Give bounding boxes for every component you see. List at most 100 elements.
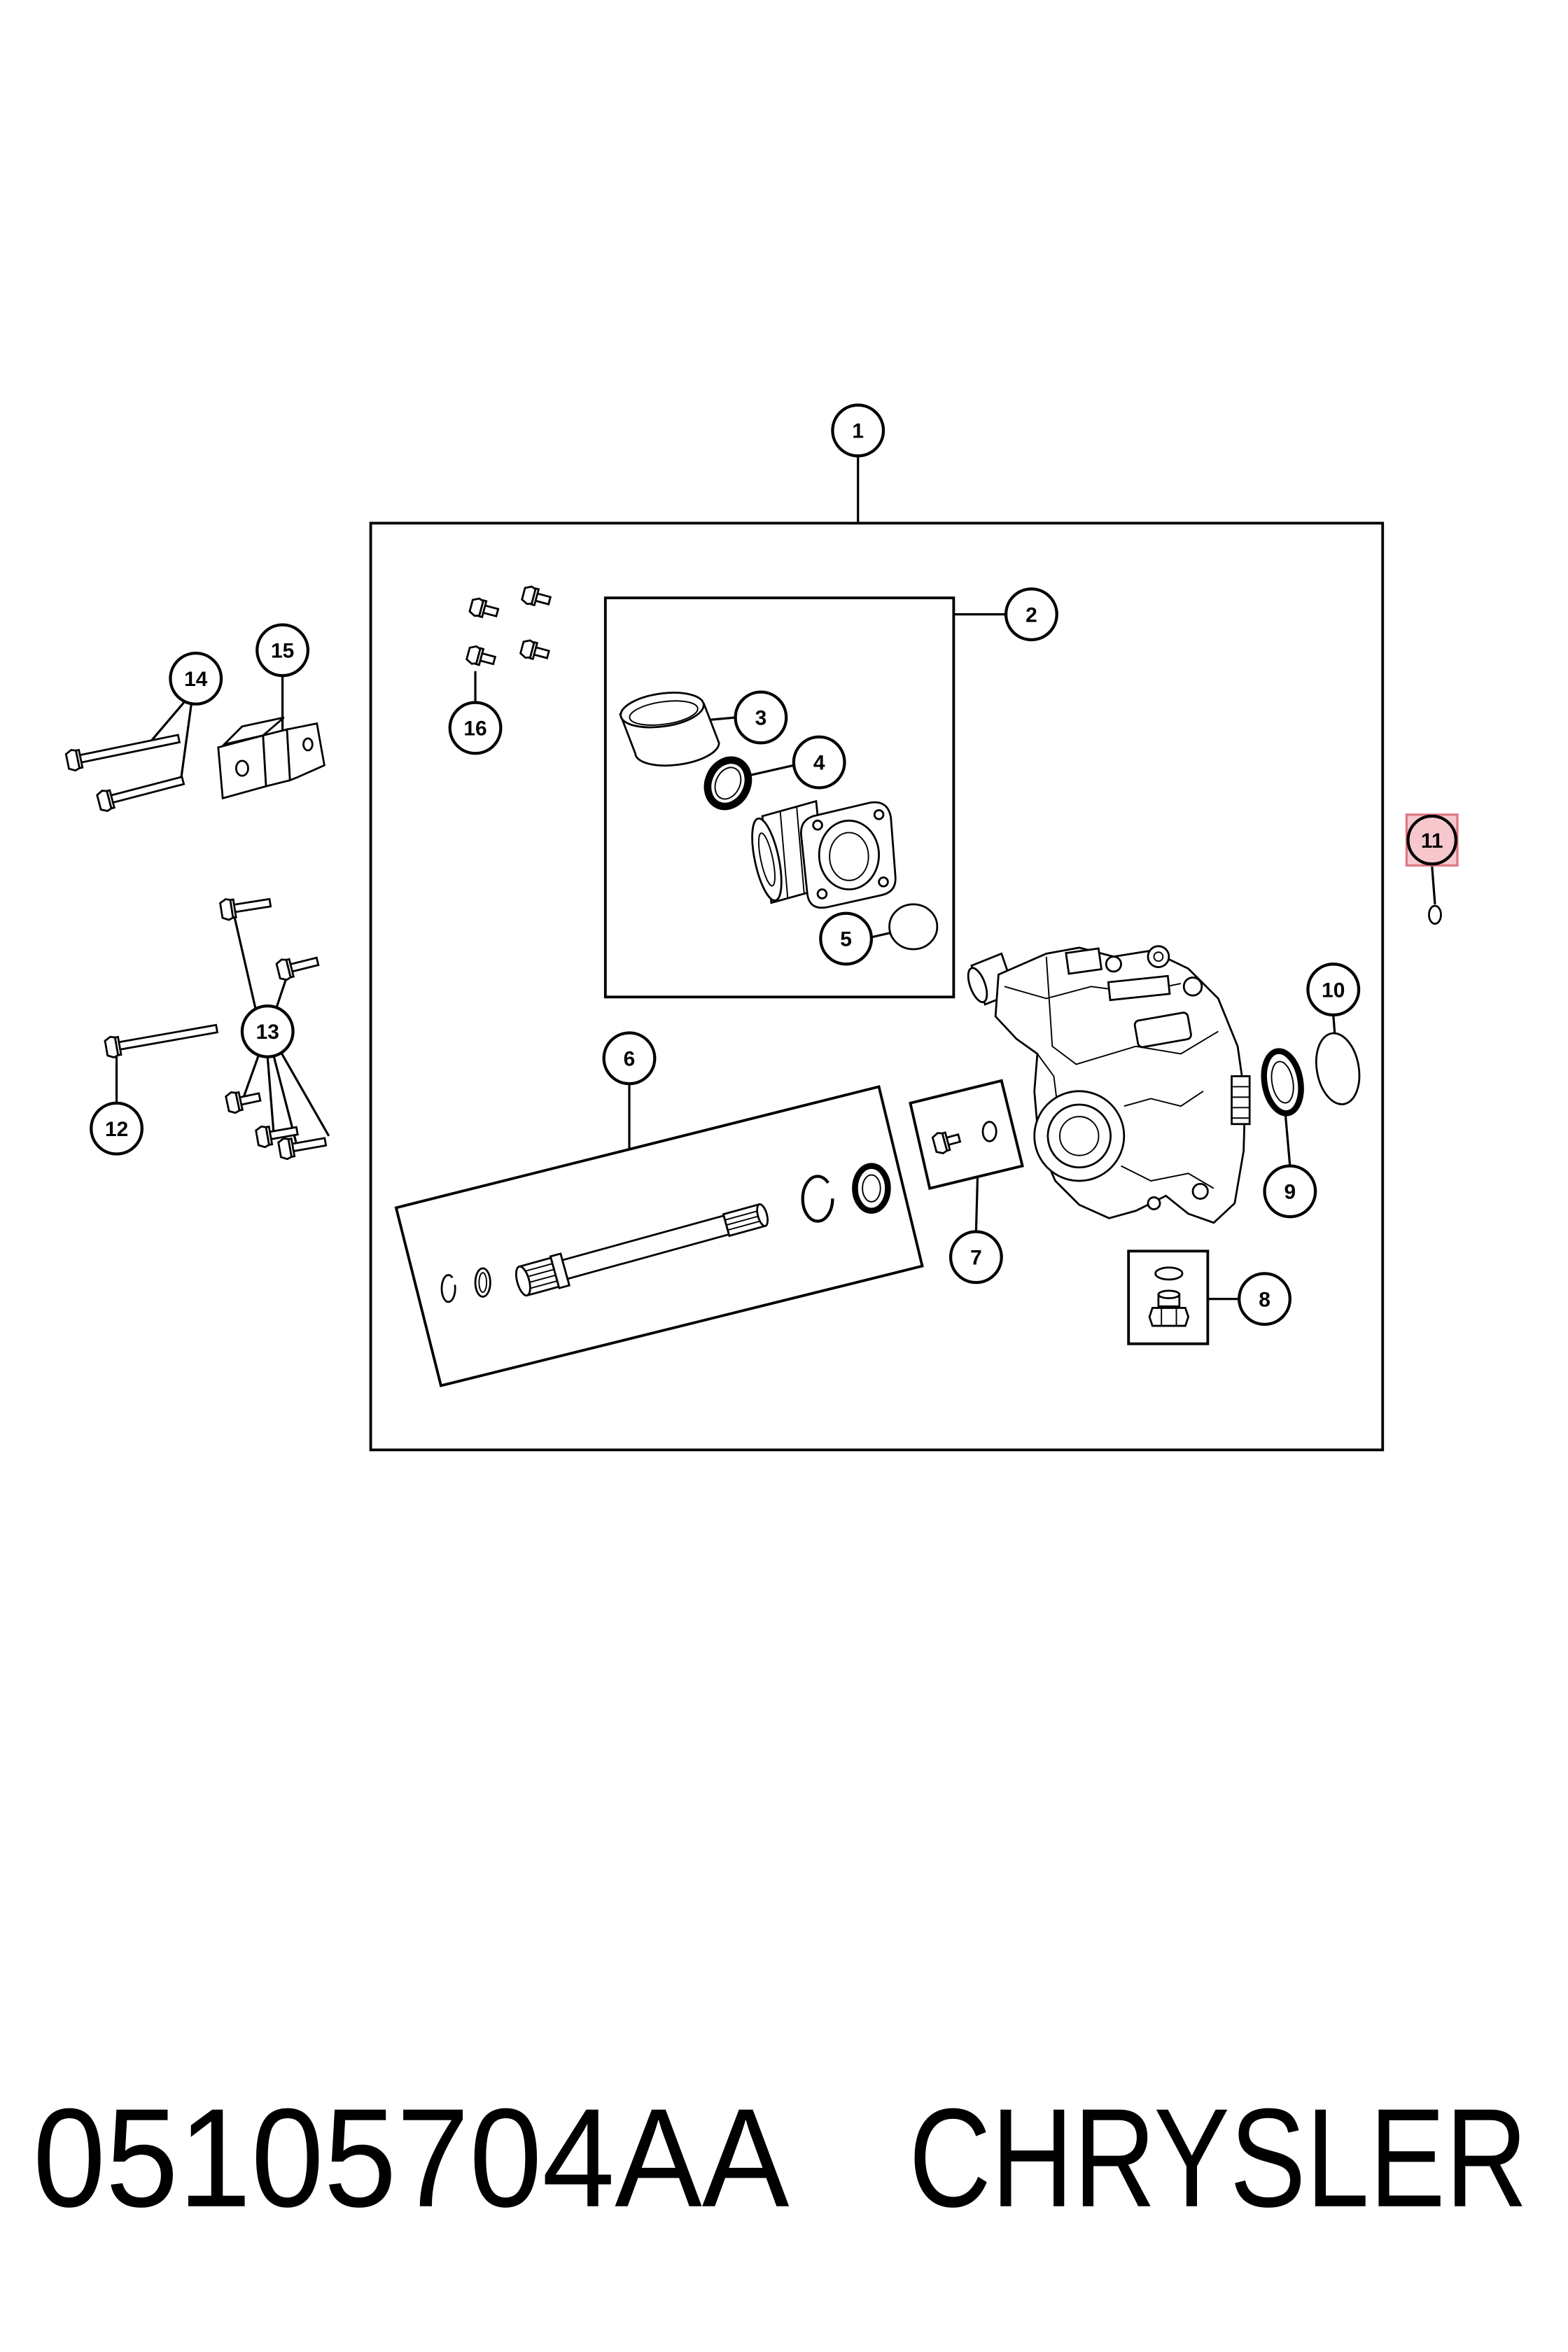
callout-15[interactable]: 15	[255, 623, 310, 678]
mounting-bolts	[104, 897, 328, 1161]
small-o-ring	[1428, 904, 1442, 925]
callout-circle	[831, 403, 886, 458]
washer	[981, 1121, 997, 1142]
leader-4	[747, 764, 794, 777]
bearing-sleeve	[619, 692, 720, 767]
circlip	[801, 1175, 834, 1223]
leader-13d	[266, 1056, 275, 1132]
callout-3[interactable]: 3	[734, 690, 788, 745]
housing-bolts	[465, 585, 552, 666]
intermediate-shaft-kit	[440, 1163, 891, 1303]
bolt	[277, 1137, 328, 1161]
callout-circle	[255, 623, 310, 678]
callout-label: 4	[813, 752, 825, 775]
leader-11	[1431, 865, 1436, 905]
callout-label: 5	[840, 928, 852, 951]
callout-9[interactable]: 9	[1263, 1164, 1317, 1219]
callout-circle	[448, 701, 503, 755]
fill-plug-kit	[931, 1121, 997, 1154]
callout-12[interactable]: 12	[90, 1101, 144, 1156]
leader-13c	[242, 1055, 260, 1098]
bolt	[468, 597, 500, 619]
bolt	[931, 1131, 962, 1154]
retaining-ring	[474, 1267, 491, 1298]
callout-label: 1	[852, 420, 864, 443]
callout-circle	[169, 652, 223, 706]
callout-circle	[602, 1031, 657, 1086]
callout-label: 14	[184, 668, 208, 691]
mounting-bracket	[217, 716, 326, 800]
snap-ring	[440, 1274, 456, 1303]
callout-circle	[1263, 1164, 1317, 1219]
callout-circle	[1004, 587, 1058, 642]
bolt	[465, 645, 497, 666]
leader-13a	[233, 917, 257, 1009]
intermediate-shaft	[514, 1203, 769, 1297]
brand-name: CHRYSLER	[909, 2079, 1527, 2236]
adapter-housing	[751, 799, 897, 909]
callout-label: 11	[1421, 830, 1443, 853]
assembly-frame	[369, 522, 1385, 1452]
power-transfer-unit	[967, 945, 1251, 1224]
bolt	[275, 956, 320, 981]
callout-circle	[734, 690, 788, 745]
callout-circle	[90, 1101, 144, 1156]
callout-label: 10	[1322, 979, 1345, 1002]
callout-circle	[240, 1004, 295, 1058]
callout-11[interactable]: 11	[1405, 813, 1459, 867]
bracket-bolts	[64, 734, 186, 812]
leader-13f	[280, 1051, 330, 1137]
bolt	[96, 776, 186, 812]
callout-label: 6	[624, 1048, 636, 1071]
callout-circle	[819, 911, 874, 966]
long-bolt	[104, 1023, 219, 1059]
callout-1[interactable]: 1	[831, 403, 886, 458]
callout-label: 16	[463, 718, 486, 741]
callout-6[interactable]: 6	[602, 1031, 657, 1086]
callout-circle	[1406, 814, 1457, 866]
callout-label: 7	[970, 1247, 982, 1270]
bolt	[225, 1091, 262, 1114]
callout-14[interactable]: 14	[169, 652, 223, 706]
bolt	[519, 639, 550, 661]
o-ring	[888, 903, 939, 951]
callout-label: 8	[1259, 1288, 1270, 1311]
output-seal	[1261, 1048, 1304, 1116]
bolt	[64, 734, 181, 772]
leader-14b	[179, 704, 192, 780]
callout-2[interactable]: 2	[1004, 587, 1058, 642]
callout-8[interactable]: 8	[1238, 1272, 1292, 1326]
callout-label: 12	[105, 1118, 128, 1141]
callout-label: 2	[1026, 603, 1037, 626]
seal	[704, 756, 752, 811]
callout-16[interactable]: 16	[448, 701, 503, 755]
leader-9	[1284, 1114, 1292, 1166]
callout-13[interactable]: 13	[240, 1004, 295, 1058]
callout-4[interactable]: 4	[792, 735, 846, 790]
callout-circle	[1306, 962, 1361, 1017]
leader-5	[871, 931, 892, 939]
callout-circle	[948, 1230, 1003, 1284]
callout-7[interactable]: 7	[948, 1230, 1003, 1284]
group-6-frame	[394, 1085, 924, 1387]
group-8-frame	[1127, 1250, 1210, 1345]
group-2-frame	[603, 596, 955, 999]
callout-circle	[1238, 1272, 1292, 1326]
drain-plug-kit	[1148, 1266, 1190, 1327]
callout-label: 13	[256, 1021, 279, 1044]
leader-7	[974, 1176, 979, 1232]
bolt	[521, 585, 552, 607]
leader-10	[1332, 1014, 1336, 1035]
part-number: 05105704AA	[33, 2079, 790, 2236]
callout-label: 9	[1284, 1181, 1296, 1204]
callout-10[interactable]: 10	[1306, 962, 1361, 1017]
callout-5[interactable]: 5	[819, 911, 874, 966]
plug	[1148, 1289, 1190, 1327]
washer	[1154, 1266, 1184, 1281]
leader-14a	[148, 701, 185, 744]
group-7-frame	[909, 1079, 1024, 1190]
bolt	[219, 897, 272, 921]
callout-circle	[792, 735, 846, 790]
output-o-ring	[1315, 1032, 1361, 1105]
